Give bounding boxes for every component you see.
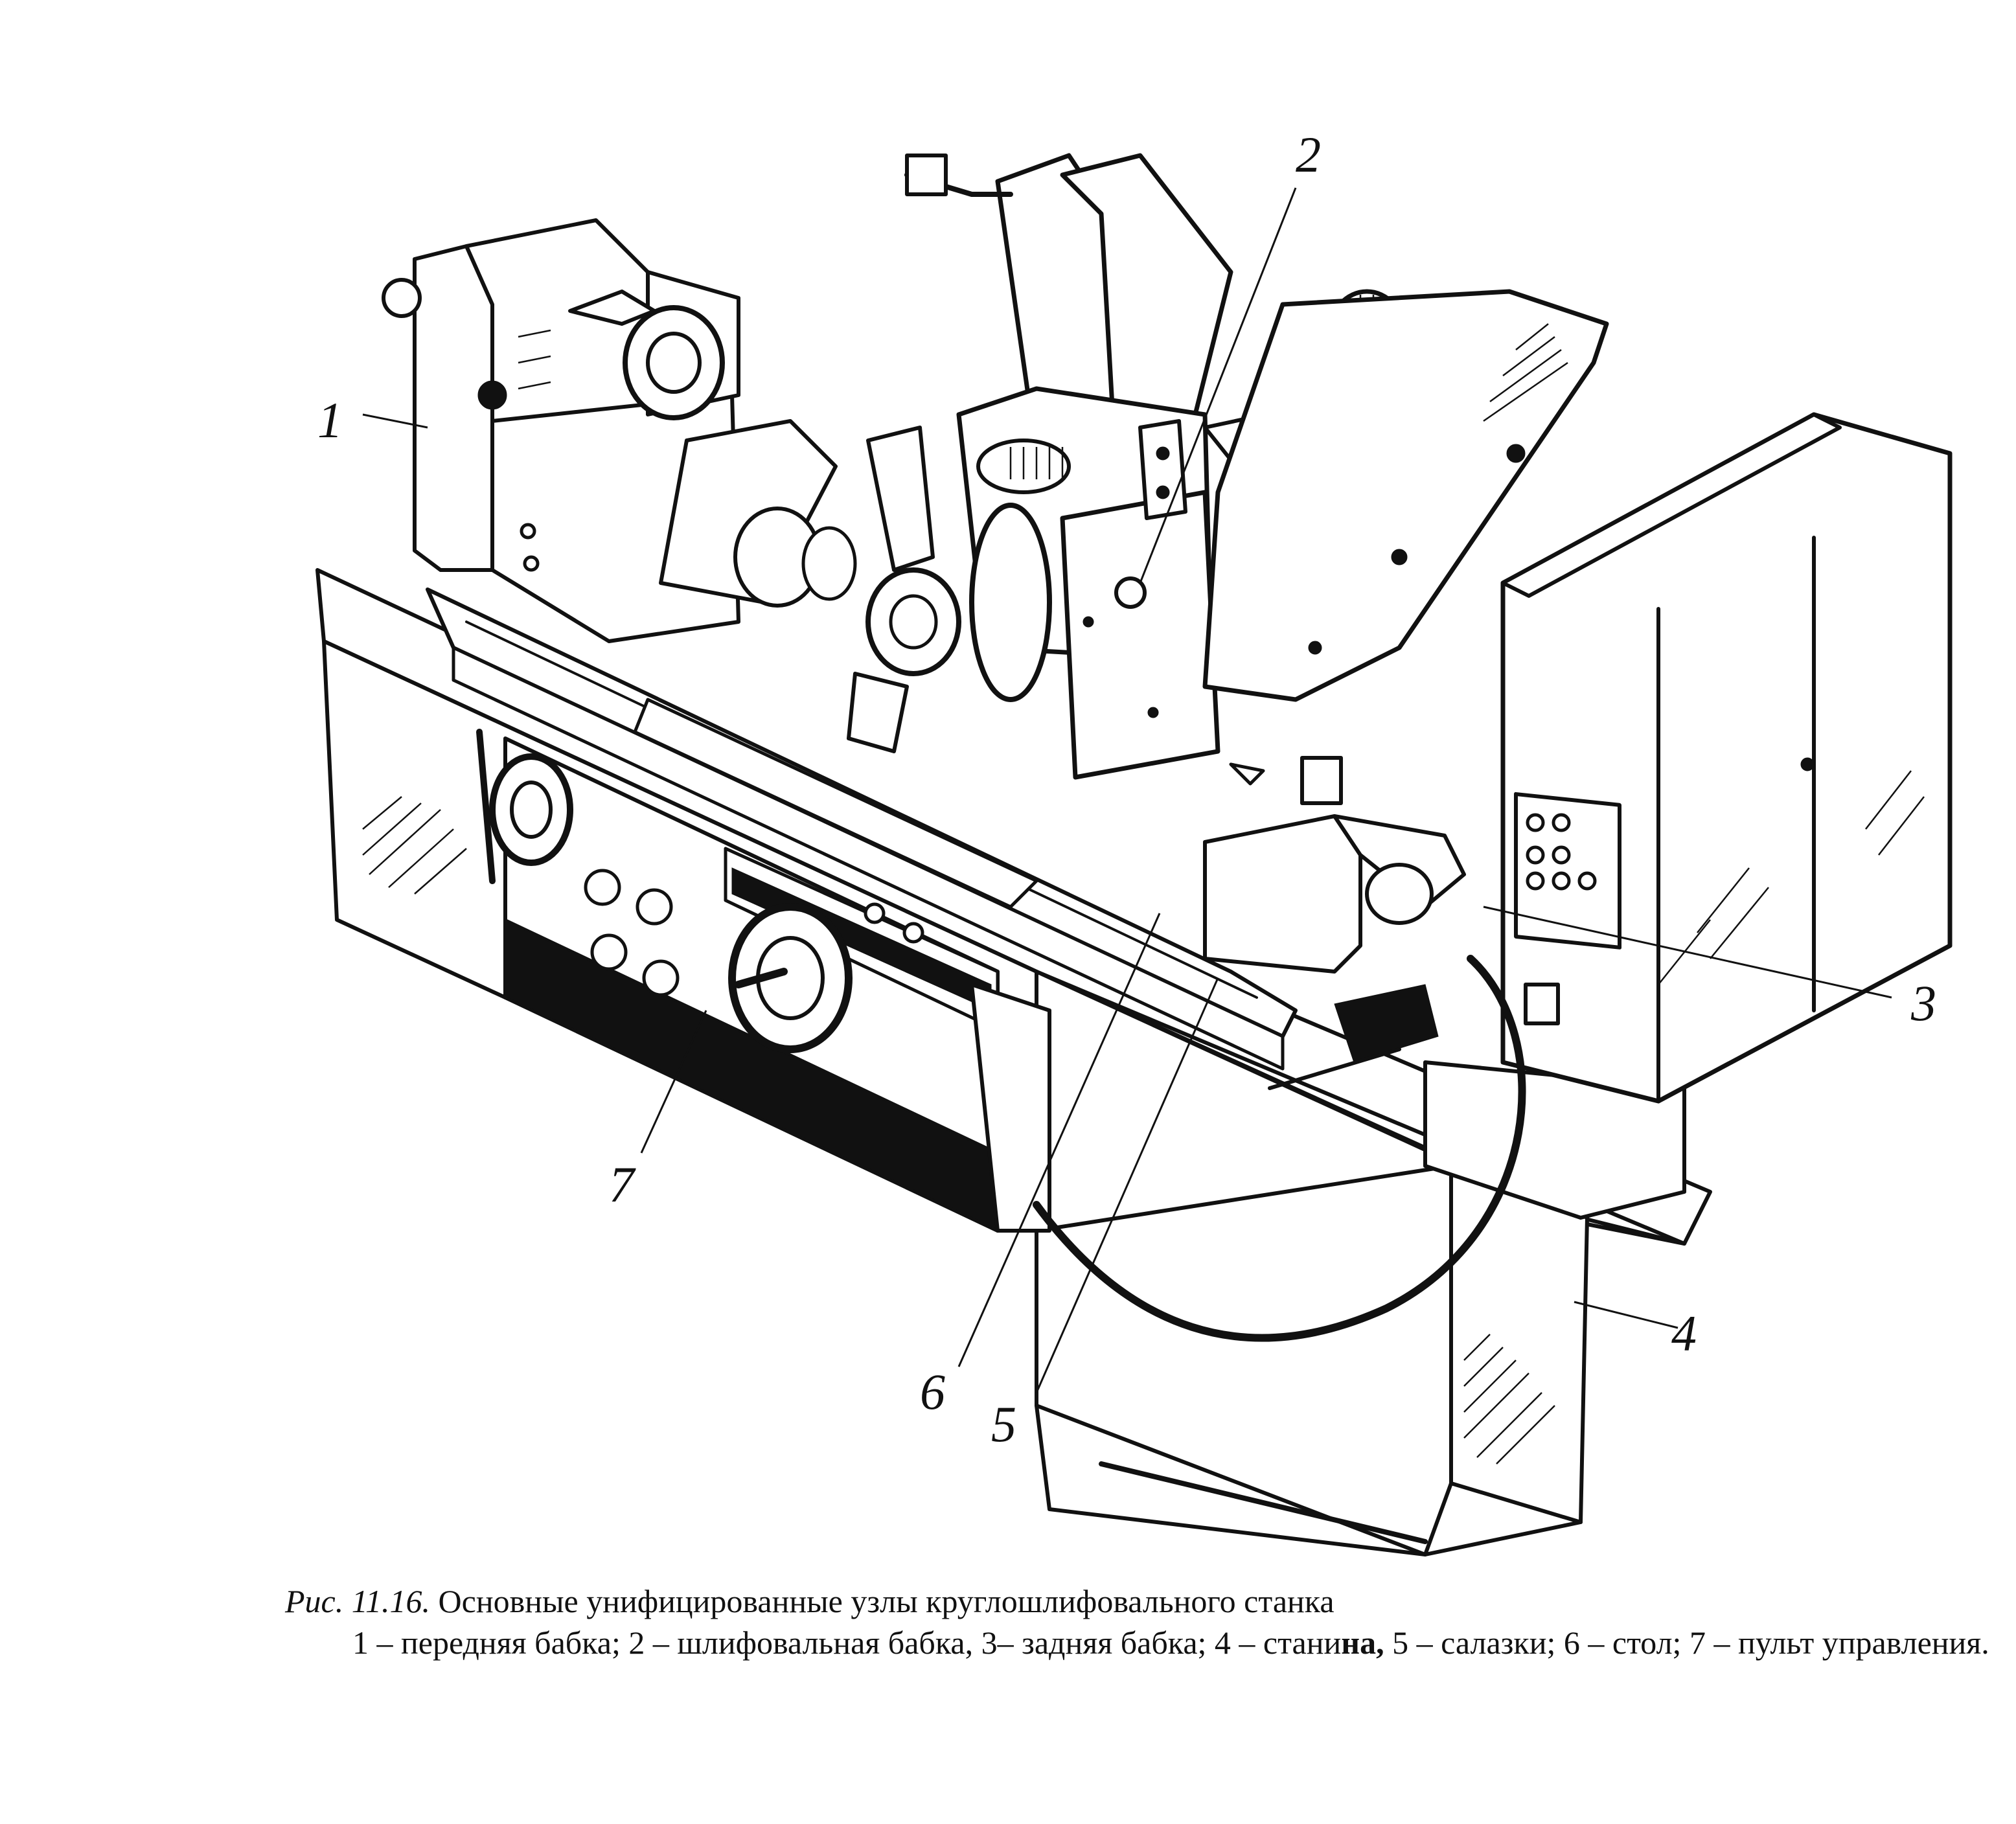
headstock: [382, 218, 857, 643]
legend-item-3: 3– задняя бабка;: [981, 1624, 1207, 1661]
callout-5: 5: [991, 1396, 1016, 1452]
legend-item-4: 4 – стани: [1214, 1624, 1342, 1661]
leader-3: [1483, 906, 1892, 999]
legend-item-5: 5 – салазки;: [1392, 1624, 1556, 1661]
leader-7: [640, 1010, 707, 1154]
figure-number: Рис. 11.16.: [285, 1583, 431, 1619]
callout-4: 4: [1671, 1305, 1697, 1362]
callout-1: 1: [317, 392, 343, 448]
callout-6: 6: [920, 1363, 945, 1420]
steady-rest: [847, 426, 961, 753]
callout-3: 3: [1911, 975, 1936, 1031]
callout-2: 2: [1296, 126, 1321, 183]
hydraulic-hose: [1033, 955, 1526, 1342]
leader-lines: [362, 187, 1892, 1393]
legend-item-1: 1 – передняя бабка;: [352, 1624, 621, 1661]
grinding-head: [904, 153, 1609, 780]
control-panel: [476, 729, 1051, 1233]
legend-item-6: 6 – стол;: [1563, 1624, 1682, 1661]
electrical-cabinet: [1500, 412, 1953, 1104]
leader-4: [1574, 1301, 1678, 1329]
leader-5: [1035, 977, 1219, 1393]
legend-item-4-bold: на,: [1341, 1624, 1384, 1661]
leader-1: [362, 413, 428, 429]
legend-item-7: 7 – пульт управления.: [1689, 1624, 1989, 1661]
work-table: [426, 587, 1298, 1071]
caption-title: Основные унифицированные узлы круглошлиф…: [438, 1583, 1334, 1619]
tailstock: [1203, 756, 1466, 1090]
callout-7: 7: [609, 1156, 634, 1213]
leader-6: [957, 913, 1161, 1367]
caption-title-line: Рис. 11.16. Основные унифицированные узл…: [285, 1580, 2008, 1622]
leader-2: [1139, 187, 1297, 584]
caption-legend: 1 – передняя бабка; 2 – шлифовальная баб…: [285, 1622, 2008, 1663]
figure-caption: Рис. 11.16. Основные унифицированные узл…: [285, 1580, 2008, 1663]
legend-item-2: 2 – шлифовальная бабка,: [628, 1624, 974, 1661]
